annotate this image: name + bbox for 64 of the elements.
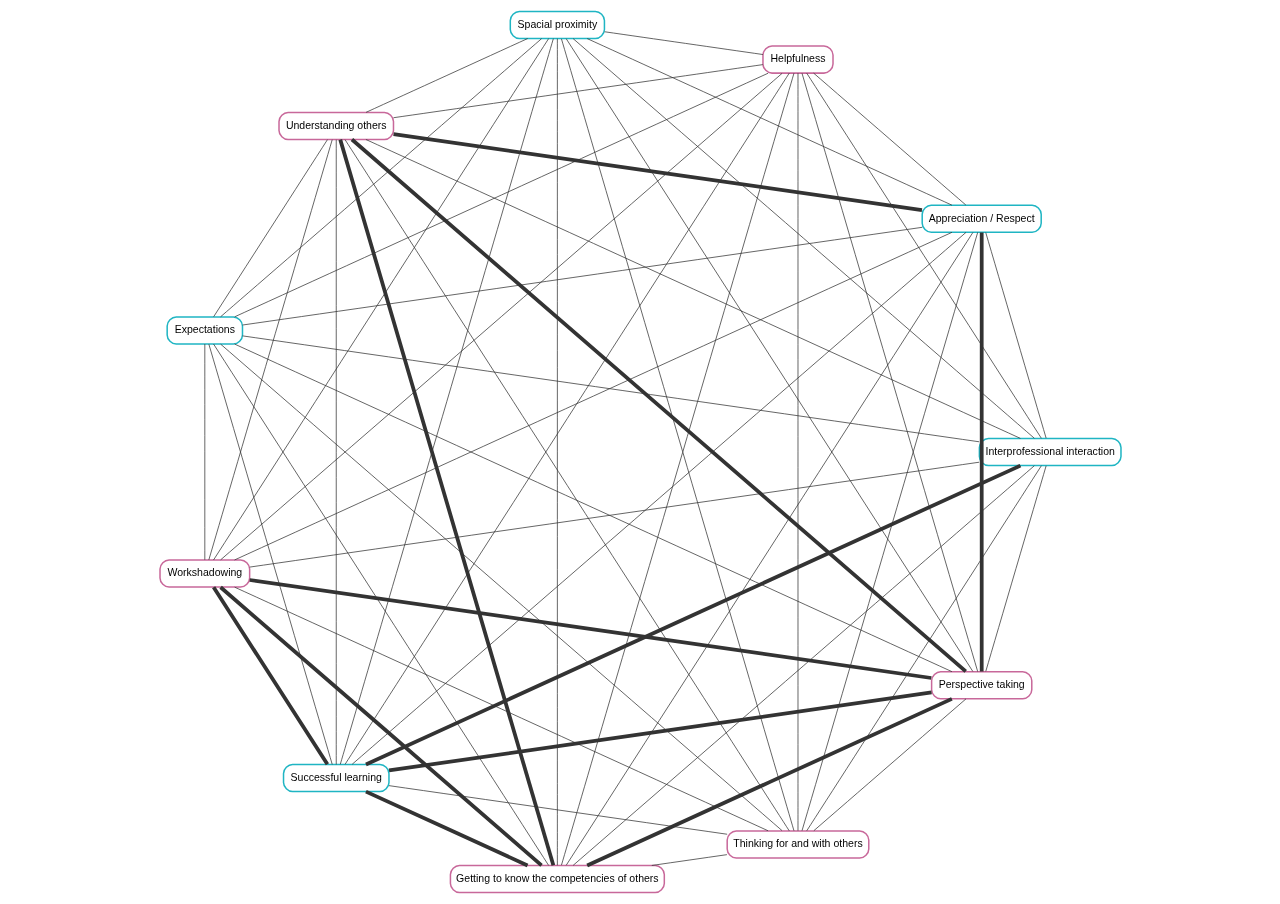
- connector: [805, 72, 1042, 439]
- connector: [365, 139, 1021, 439]
- connector: [556, 38, 558, 866]
- connector: [812, 72, 966, 206]
- connector: [208, 343, 333, 765]
- connector: [392, 64, 763, 119]
- connector: [233, 231, 952, 561]
- connector: [241, 335, 980, 443]
- connector: [203, 343, 205, 561]
- connector: [335, 139, 337, 765]
- connector: [364, 789, 528, 868]
- node-box: Workshadowing: [158, 559, 250, 588]
- connector: [565, 232, 973, 866]
- connector: [241, 226, 923, 326]
- connector: [339, 38, 554, 765]
- node-box: Appreciation / Respect: [920, 204, 1042, 234]
- connector: [212, 139, 328, 318]
- connector: [603, 31, 763, 55]
- connector: [585, 697, 953, 868]
- connector: [572, 465, 1035, 866]
- connector: [565, 38, 973, 672]
- connector: [797, 72, 798, 832]
- connector: [218, 585, 543, 867]
- connector: [219, 343, 782, 831]
- connector: [984, 232, 1046, 439]
- connector: [248, 461, 980, 568]
- connector: [984, 465, 1046, 672]
- connector: [650, 854, 727, 866]
- connector: [388, 690, 932, 773]
- connector: [219, 38, 542, 318]
- connector: [586, 38, 952, 206]
- connector: [248, 578, 932, 680]
- node-box: Helpfulness: [761, 45, 834, 74]
- connector: [351, 231, 966, 765]
- node-box: Understanding others: [277, 111, 394, 141]
- connector: [365, 38, 528, 113]
- node-box: Perspective taking: [930, 670, 1033, 700]
- connector: [233, 586, 768, 832]
- connector: [344, 139, 790, 832]
- node-box: Getting to know the competencies of others: [449, 864, 665, 894]
- node-box: Thinking for and with others: [725, 830, 870, 859]
- connector: [233, 343, 952, 673]
- node-box: Interprofessional interaction: [978, 437, 1122, 467]
- node-box: Successful learning: [282, 763, 390, 793]
- connector: [337, 139, 555, 866]
- connector: [805, 465, 1042, 832]
- connector: [233, 72, 768, 318]
- connector: [801, 232, 978, 832]
- connector: [344, 72, 790, 765]
- connector: [572, 38, 1035, 439]
- node-box: Expectations: [165, 316, 243, 345]
- connector: [219, 73, 782, 561]
- connector: [212, 38, 549, 561]
- connector: [212, 343, 549, 866]
- connector: [801, 72, 978, 672]
- connector: [392, 132, 922, 213]
- connector: [979, 232, 984, 672]
- connector: [211, 586, 329, 766]
- connector: [364, 463, 1021, 767]
- connector: [813, 698, 966, 832]
- node-box: Spacial proximity: [509, 10, 605, 40]
- connector: [388, 785, 727, 835]
- connector: [350, 138, 967, 673]
- connector: [207, 139, 333, 561]
